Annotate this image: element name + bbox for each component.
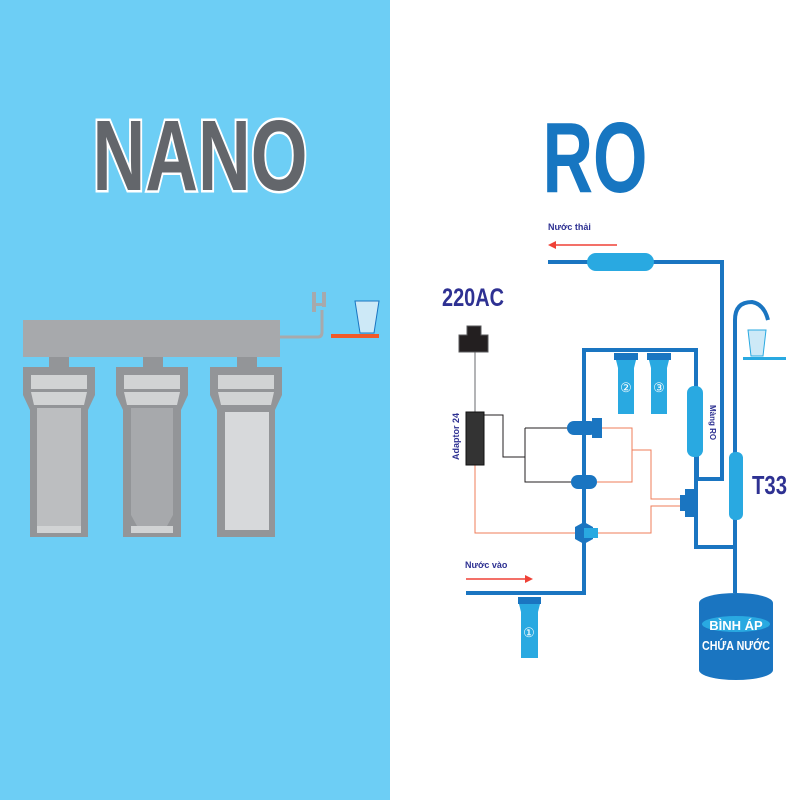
filter-1-number: ①: [523, 625, 535, 640]
inlet-label: Nước vào: [465, 560, 508, 570]
solenoid-valve: [567, 421, 597, 435]
nano-filter-3: [210, 357, 282, 537]
faucet-icon: [312, 292, 316, 312]
membrane-label: Màng RO: [708, 405, 717, 440]
tank-label-line1: BÌNH ÁP: [709, 618, 763, 633]
orange-wires: [474, 427, 680, 534]
inlet-arrow-icon: [525, 575, 533, 583]
ro-cup-shelf: [743, 357, 786, 360]
filter-3: ③: [647, 353, 671, 414]
filter-3-number: ③: [653, 380, 665, 395]
check-valve: [571, 475, 597, 489]
black-wires: [484, 414, 573, 483]
water-pipes: [466, 260, 770, 595]
ro-membrane: [687, 386, 703, 457]
tank-label-line2: CHỨA NƯỚC: [702, 638, 770, 653]
filter-2: ②: [614, 353, 638, 414]
flow-restrictor: [587, 253, 654, 271]
adaptor: [465, 411, 485, 466]
ro-cup-icon: [747, 329, 767, 357]
filter-2-number: ②: [620, 380, 632, 395]
cup-icon: [354, 300, 380, 334]
manifold: [23, 320, 280, 357]
waste-water-label: Nước thải: [548, 222, 591, 232]
ro-title: RO: [543, 102, 648, 214]
pressure-tank: BÌNH ÁP CHỨA NƯỚC: [699, 593, 773, 680]
cup-shelf: [331, 334, 379, 338]
nano-filter-system: [23, 292, 380, 537]
nano-filter-1: [23, 357, 95, 537]
power-plug-icon: [458, 325, 489, 353]
ro-system: Nước thải 220AC Nước vào Adaptor 24: [442, 222, 787, 680]
power-label: 220AC: [442, 284, 504, 312]
t33-label: T33: [752, 470, 787, 500]
nano-filter-2: [116, 357, 188, 537]
waste-arrow-icon: [548, 241, 556, 249]
pressure-switch: [685, 489, 695, 517]
filter-1: ①: [518, 597, 541, 658]
adaptor-label: Adaptor 24: [451, 413, 461, 460]
nano-title: NANO: [93, 100, 308, 212]
t33-filter: [729, 452, 743, 520]
faucet-pipe: [280, 310, 324, 339]
